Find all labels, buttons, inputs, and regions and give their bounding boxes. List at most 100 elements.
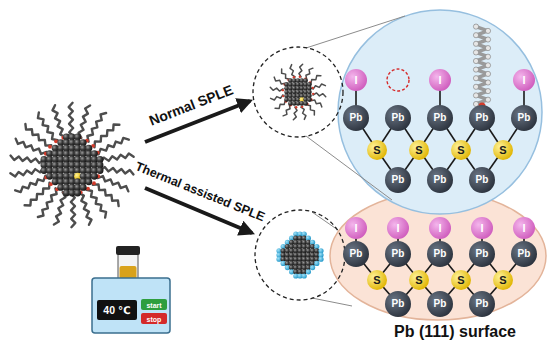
- ligand-chain: [100, 153, 133, 162]
- lead-atom: [469, 167, 495, 193]
- iodide-atom: [387, 217, 409, 239]
- ligand-chain: [10, 168, 43, 177]
- iodide-atom: [429, 69, 451, 91]
- surface-caption: Pb (111) surface: [394, 324, 516, 340]
- sulfur-atom: [451, 270, 471, 290]
- atom-symbol: S: [415, 145, 422, 156]
- lead-atom: [469, 105, 495, 131]
- lead-atom: [385, 241, 411, 267]
- atom-symbol: S: [457, 275, 464, 286]
- crystal-atom: [74, 190, 81, 197]
- atom-symbol: S: [373, 145, 380, 156]
- button-label: start: [146, 301, 161, 308]
- ligand-atom: [473, 33, 478, 38]
- iodide-atom: [345, 217, 367, 239]
- sulfur-atom: [367, 140, 387, 160]
- crystal-atom: [97, 167, 104, 174]
- lead-atom: [385, 105, 411, 131]
- ligand-chain: [11, 156, 44, 163]
- bonds: [356, 80, 524, 304]
- crystal-core: [276, 231, 323, 278]
- ligand-chain: [53, 105, 66, 137]
- iodide-atom: [471, 217, 493, 239]
- atom-symbol: Pb: [476, 299, 489, 309]
- ligand-atom: [485, 46, 490, 51]
- zoom-frame: [255, 210, 345, 300]
- ligand-heads: [282, 76, 315, 109]
- surface-ligand-atoms: [473, 24, 490, 107]
- ligand-head: [92, 181, 96, 185]
- crystal-core: [284, 78, 312, 106]
- bath-body: [92, 278, 170, 333]
- ligand-atom: [473, 58, 478, 63]
- lead-atom: [427, 241, 453, 267]
- button-label: stop: [147, 315, 162, 322]
- ligand-chain: [79, 105, 91, 137]
- crystal-atom: [310, 265, 315, 270]
- nanocrystal: [276, 231, 323, 278]
- ligand-chain: [282, 69, 290, 79]
- ligand-chain: [275, 100, 285, 108]
- ligand-chain: [313, 93, 326, 97]
- crystal-atom: [302, 273, 307, 278]
- crystal-atom: [91, 173, 98, 180]
- atom-symbol: I: [522, 75, 525, 86]
- zoom-group: [330, 10, 546, 320]
- ligand-chain: [69, 103, 74, 137]
- atom-symbol: I: [438, 223, 441, 234]
- lead-atom: [511, 241, 537, 267]
- ligand-chain: [271, 95, 283, 100]
- ligand-atom: [485, 54, 490, 59]
- ligand-head: [312, 87, 314, 89]
- ligand-head: [293, 76, 295, 78]
- zoom-leader-line: [306, 136, 392, 200]
- nanocrystal: [10, 103, 133, 227]
- atom-symbol: Pb: [476, 249, 489, 259]
- ligand-chain: [311, 100, 322, 107]
- arrow-label: Thermal assisted SPLE: [134, 160, 267, 223]
- crystal-atom: [306, 269, 311, 274]
- ligand-head: [299, 76, 301, 78]
- ligand-atom: [485, 63, 490, 68]
- ligand-chain: [79, 193, 92, 225]
- ligand-head: [312, 93, 314, 95]
- ligand-chain: [99, 138, 129, 154]
- start-button: [141, 299, 167, 310]
- ligand-atom: [473, 76, 478, 81]
- ligand-atom: [485, 89, 490, 94]
- atom-symbol: I: [354, 223, 357, 234]
- sulfur-atom: [367, 270, 387, 290]
- ligand-chain: [270, 87, 283, 91]
- sulfur-atom: [493, 270, 513, 290]
- atoms: [343, 69, 537, 317]
- atom-symbol: I: [438, 75, 441, 86]
- atom-symbol: Pb: [518, 113, 531, 123]
- ligand-head: [295, 106, 297, 108]
- atom-symbol: Pb: [350, 113, 363, 123]
- ligand-atom: [485, 71, 490, 76]
- atom-symbol: Pb: [434, 175, 447, 185]
- ligand-chain: [100, 167, 133, 174]
- lead-atom: [427, 167, 453, 193]
- atom-symbol: I: [396, 223, 399, 234]
- ligand-atom: [473, 24, 478, 29]
- ligand-chain: [38, 188, 57, 217]
- atom-symbol: Pb: [392, 299, 405, 309]
- atom-symbol: Pb: [476, 175, 489, 185]
- ligand-heads: [42, 135, 103, 196]
- ligand-chain: [293, 107, 297, 120]
- atom-symbol: Pb: [476, 113, 489, 123]
- temperature-screen: [97, 300, 137, 320]
- atom-symbol: S: [373, 275, 380, 286]
- atom-symbol: Pb: [392, 175, 405, 185]
- stop-button: [141, 313, 167, 324]
- nanocrystal: [270, 64, 325, 119]
- atom-symbol: S: [499, 145, 506, 156]
- ligand-chain: [71, 194, 76, 228]
- ligand-atom: [485, 37, 490, 42]
- lead-atom: [469, 241, 495, 267]
- lead-atom: [427, 291, 453, 317]
- crystal-core: [41, 134, 104, 197]
- sulfur-atom: [409, 270, 429, 290]
